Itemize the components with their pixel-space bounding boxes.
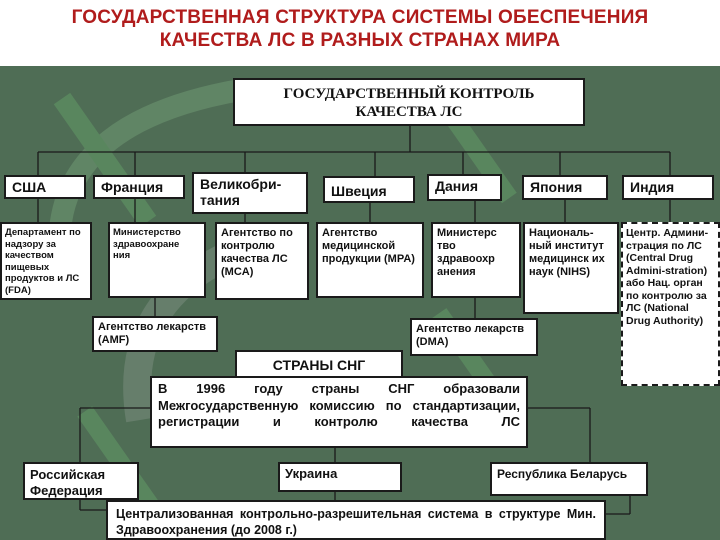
country-france: Франция [93, 175, 185, 199]
cis-ukraine: Украина [278, 462, 402, 492]
state-control-line-2: КАЧЕСТВА ЛС [355, 104, 463, 120]
title-line-2: КАЧЕСТВА ЛС В РАЗНЫХ СТРАНАХ МИРА [159, 30, 561, 51]
agency-usa: Департамент по надзору за качеством пище… [0, 222, 92, 300]
cis-russia: Российская Федерация [23, 462, 139, 500]
country-uk: Великобри- тания [192, 172, 308, 214]
watermark-bar [77, 406, 161, 515]
watermark-arc [49, 79, 242, 232]
country-denmark: Дания [427, 174, 502, 201]
country-usa: США [4, 175, 86, 199]
country-india: Индия [622, 175, 714, 200]
agency-japan: Националь-ный институт медицинск их наук… [523, 222, 619, 314]
agency-france-ministry: Министерство здравоохране ния [108, 222, 206, 298]
cis-belarus: Республика Беларусь [490, 462, 648, 496]
header: ГОСУДАРСТВЕННАЯ СТРУКТУРА СИСТЕМЫ ОБЕСПЕ… [0, 0, 720, 66]
cis-label: СТРАНЫ СНГ [235, 350, 403, 378]
state-control-box: ГОСУДАРСТВЕННЫЙ КОНТРОЛЬ КАЧЕСТВА ЛС [233, 78, 585, 126]
page-title: ГОСУДАРСТВЕННАЯ СТРУКТУРА СИСТЕМЫ ОБЕСПЕ… [0, 6, 720, 52]
cis-system: Централизованная контрольно-разрешительн… [106, 500, 606, 540]
agency-denmark-dma: Агентство лекарств (DMA) [410, 318, 538, 356]
state-control-line-1: ГОСУДАРСТВЕННЫЙ КОНТРОЛЬ [283, 86, 535, 102]
title-line-1: ГОСУДАРСТВЕННАЯ СТРУКТУРА СИСТЕМЫ ОБЕСПЕ… [71, 7, 649, 28]
agency-india: Центр. Админи-страция по ЛС (Central Dru… [621, 222, 720, 386]
country-sweden: Швеция [323, 176, 415, 203]
cis-description: В 1996 году страны СНГ образовали Межгос… [150, 376, 528, 448]
agency-france-amf: Агентство лекарств (AMF) [92, 316, 218, 352]
country-japan: Япония [522, 175, 608, 200]
agency-denmark: Министерс тво здравоохр анения [431, 222, 521, 298]
agency-sweden: Агентство медицинской продукции (MPA) [316, 222, 424, 298]
agency-uk: Агентство по контролю качества ЛС (MCA) [215, 222, 309, 300]
